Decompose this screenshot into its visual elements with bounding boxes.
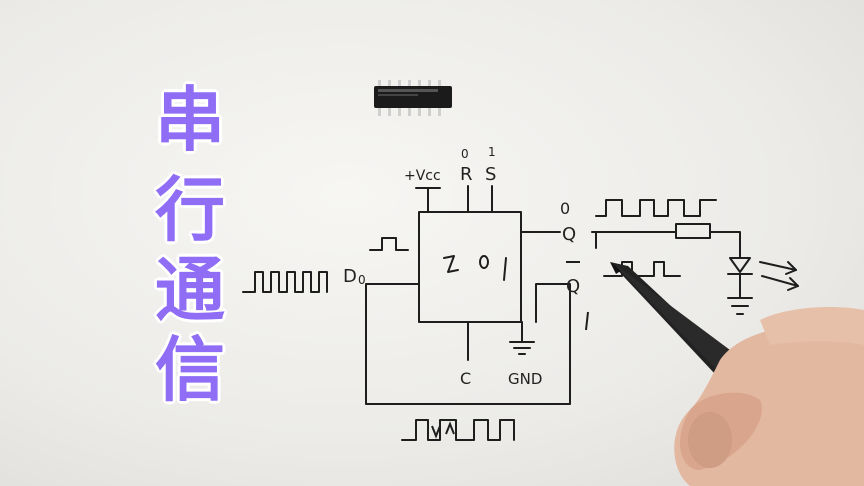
pin-c-label: C <box>460 369 471 388</box>
title-char-3: 通 <box>155 249 225 331</box>
title-char-1: 串 <box>155 79 225 161</box>
ic-chip-icon <box>374 80 452 116</box>
pin-s-label: S <box>485 164 496 185</box>
output-q-value: 0 <box>560 199 570 218</box>
output-qbar-label: Q <box>566 276 580 297</box>
input-d-label: D <box>343 266 357 287</box>
pin-s-value: 1 <box>488 145 496 159</box>
pin-vcc-label: +Vcc <box>404 168 441 184</box>
pin-r-label: R <box>460 164 473 185</box>
title-char-4: 信 <box>155 329 225 411</box>
title-char-2: 行 <box>155 169 225 251</box>
pin-r-value: 0 <box>461 147 469 161</box>
input-d-value: 0 <box>358 273 366 287</box>
flipflop-box <box>418 211 522 323</box>
led-icon <box>729 257 751 273</box>
pin-gnd-label: GND <box>508 370 542 388</box>
output-q-label: Q <box>562 224 576 245</box>
